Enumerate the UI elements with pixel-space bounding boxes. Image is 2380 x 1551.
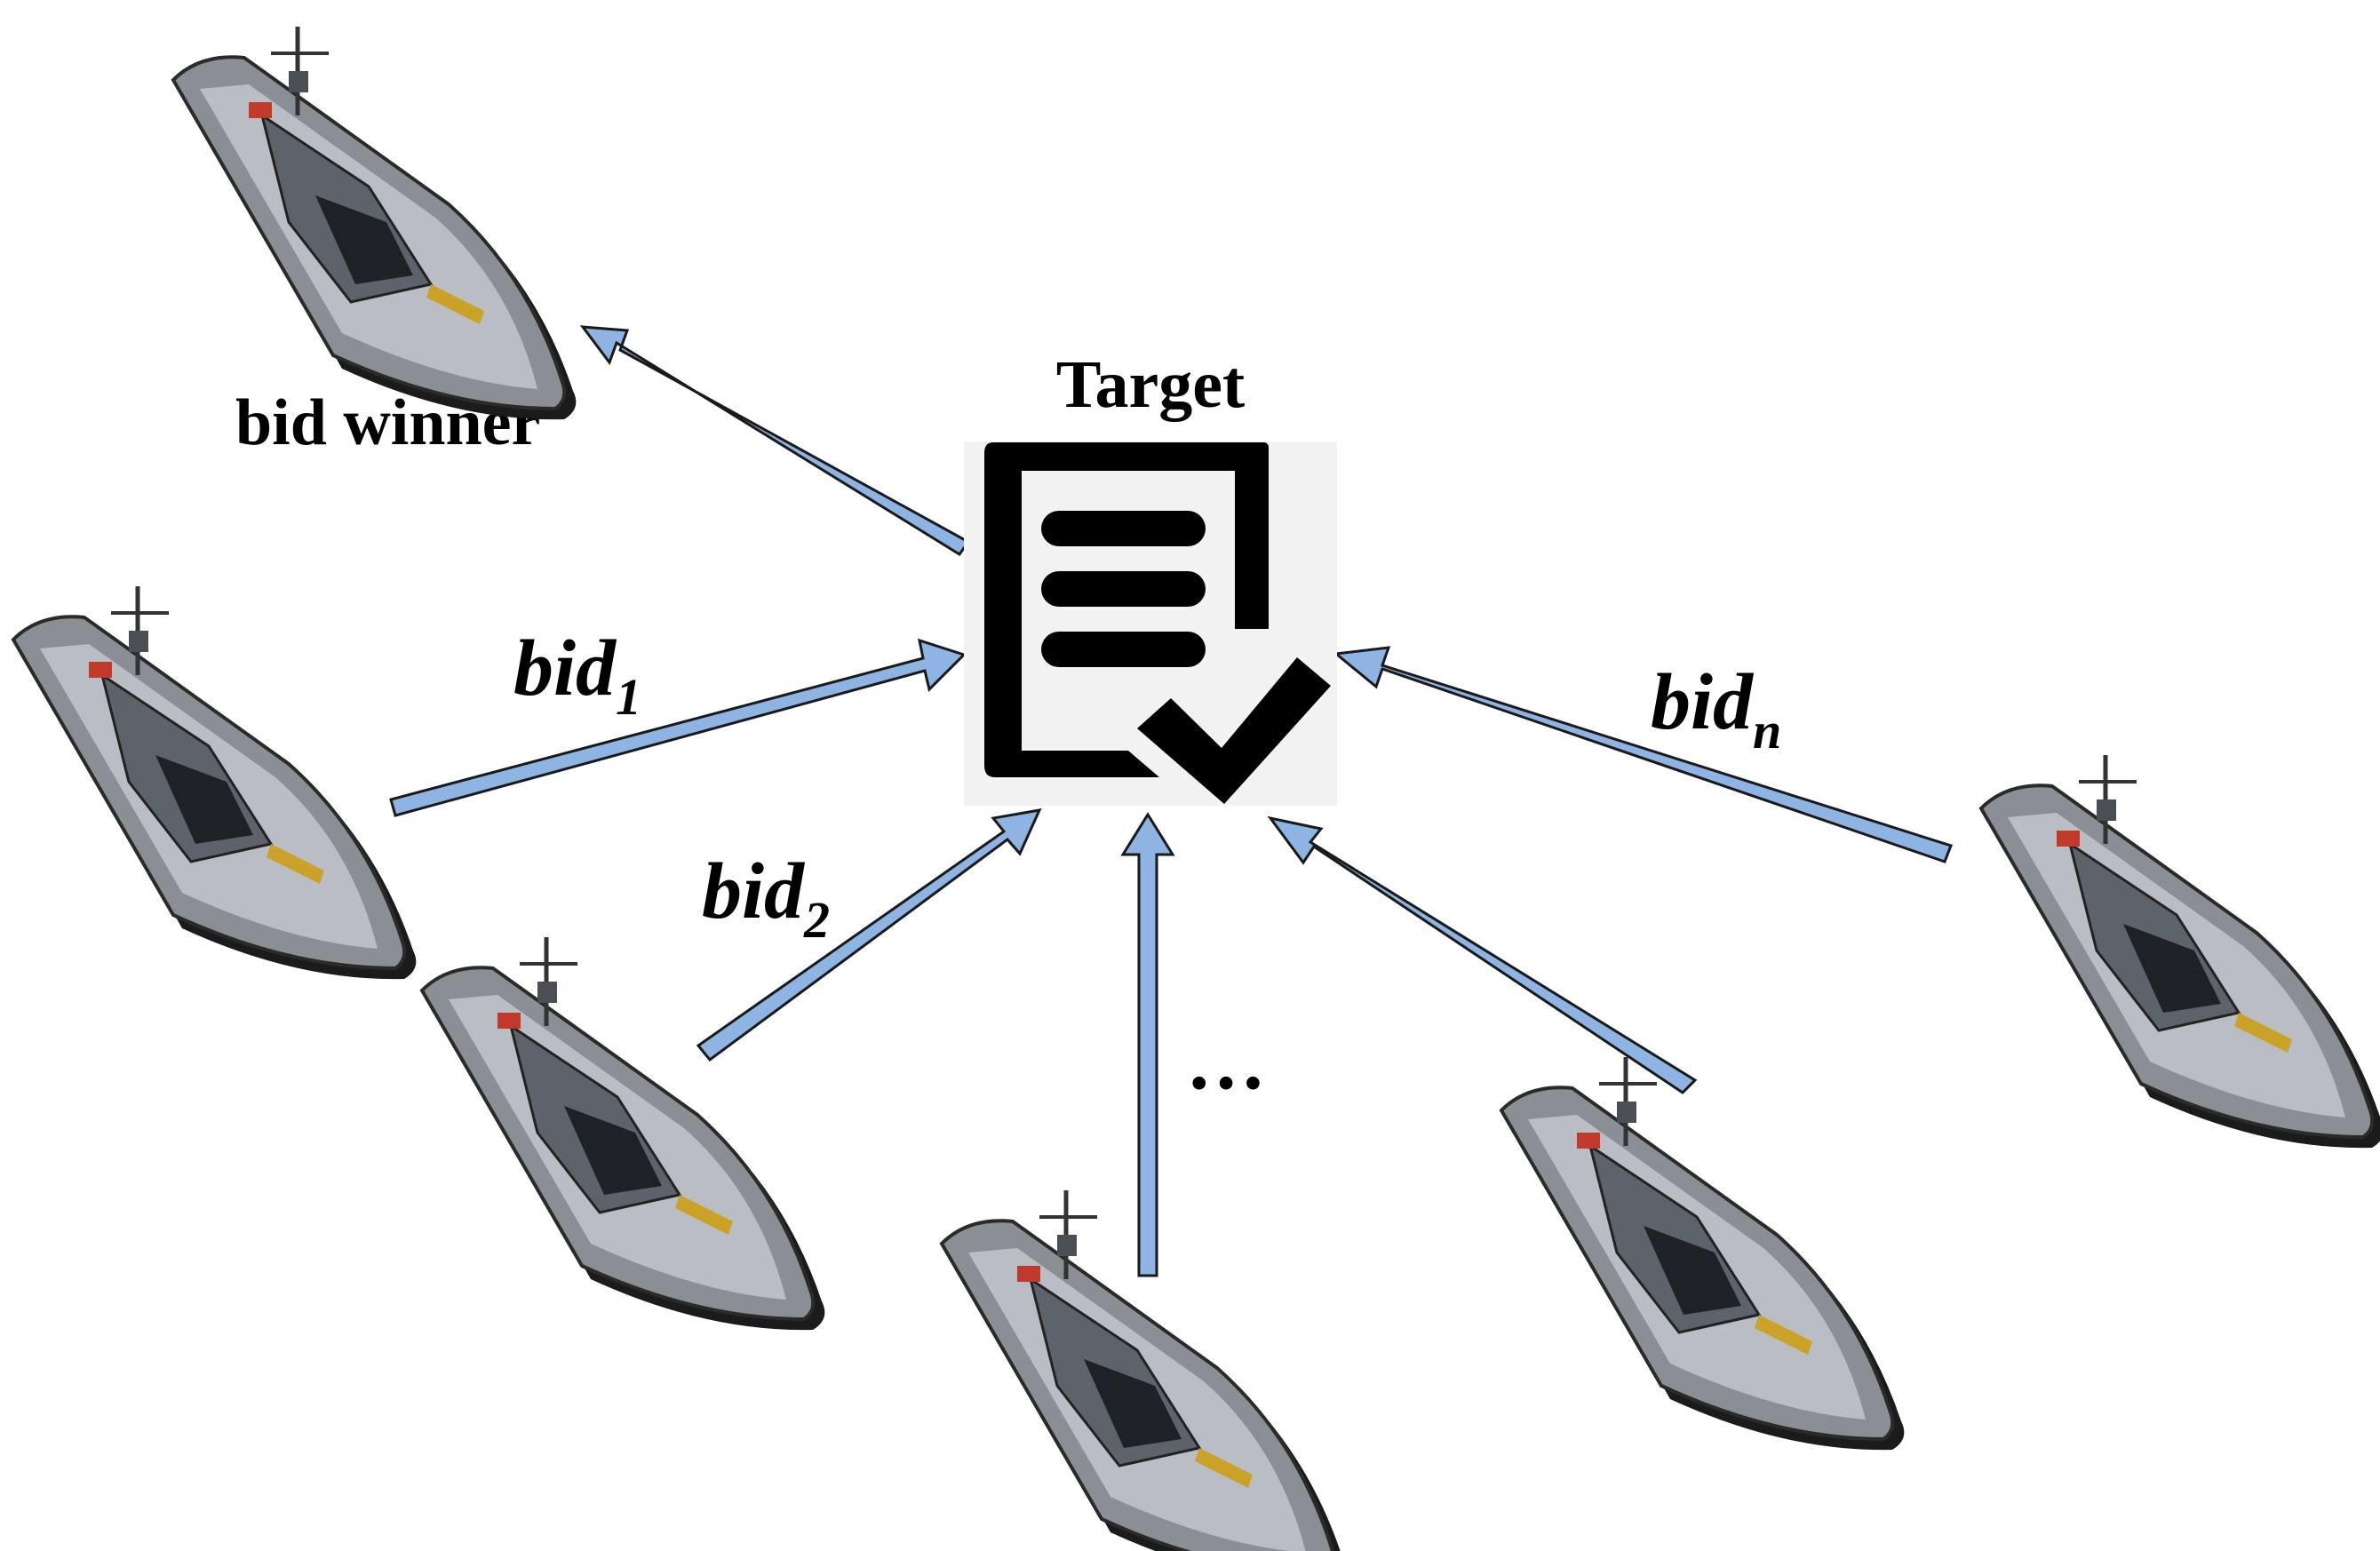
bid-1-label: bid1 [513, 624, 641, 726]
arrow-bid-1 [389, 638, 967, 817]
boat-bid-1-icon [13, 586, 416, 979]
bid-n-label: bidn [1651, 658, 1781, 760]
boat-bid-winner-icon [173, 27, 576, 419]
arrow-center [1120, 812, 1175, 1277]
target-document-icon [964, 441, 1337, 806]
ellipsis-label: … [1186, 1018, 1266, 1106]
target-label: Target [1056, 347, 1246, 422]
bid-2-label: bid2 [702, 847, 830, 949]
boat-bid-2-icon [422, 937, 824, 1330]
boat-bid-n-icon [1981, 755, 2380, 1148]
arrow-bid-n [1333, 646, 1953, 863]
arrow-to-bid-winner [579, 325, 971, 557]
arrow-bid-2 [696, 808, 1042, 1062]
checkmark-icon [1137, 657, 1331, 804]
arrow-from-right-boat [1267, 815, 1698, 1094]
boat-right-lower-icon [1501, 1057, 1904, 1450]
